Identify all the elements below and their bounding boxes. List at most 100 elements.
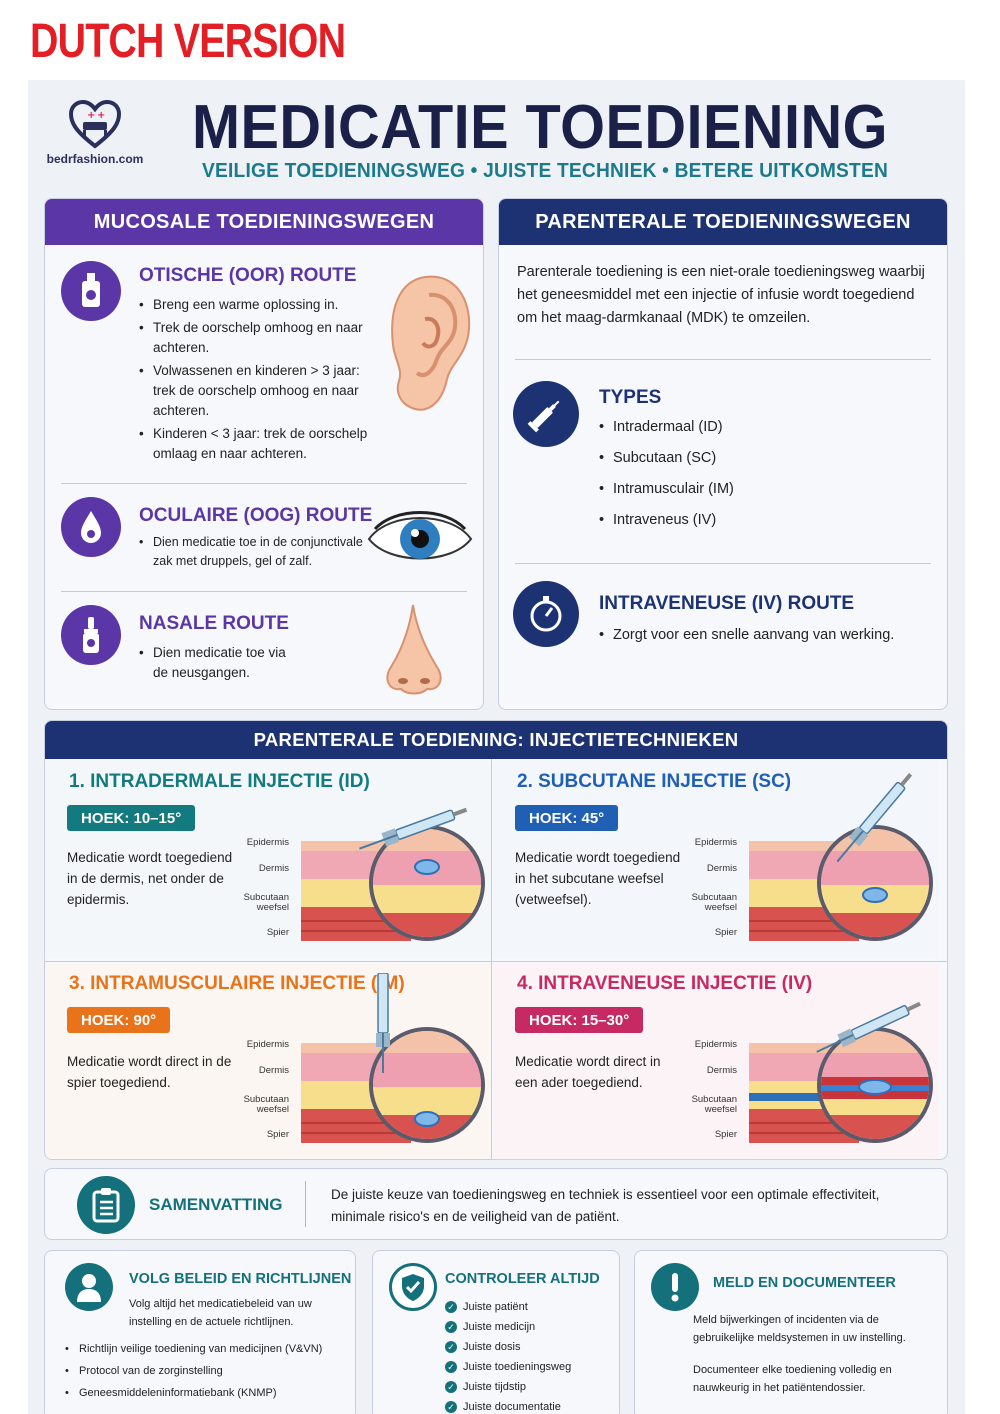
eye-drops-icon [61,497,121,557]
divider [305,1181,306,1227]
summary-text: De juiste keuze van toedieningsweg en te… [331,1187,880,1224]
check-list: ✓Juiste patiënt ✓Juiste medicijn ✓Juiste… [445,1301,615,1414]
angle-badge: HOEK: 45° [515,805,619,831]
layer-label: Epidermis [694,1039,737,1050]
page-subtitle: VEILIGE TOEDIENINGSWEG • JUISTE TECHNIEK… [202,160,889,182]
otic-route-title: OTISCHE (OOR) ROUTE [139,265,357,286]
list-item: Dien medicatie toe in de conjunctivale z… [139,533,369,571]
mucosal-header: MUCOSALE TOEDIENINGSWEGEN [45,199,483,245]
injection-title: 1. INTRADERMALE INJECTIE (ID) [69,771,370,792]
layer-label: Epidermis [694,837,737,848]
skin-layers-diagram [301,973,485,1143]
angle-badge: HOEK: 90° [67,1007,171,1033]
report-card: MELD EN DOCUMENTEER Meld bijwerkingen of… [634,1250,948,1414]
version-label: DUTCH VERSION [30,15,346,68]
list-item: Intradermaal (ID) [599,419,734,450]
list-item: Subcutaan (SC) [599,450,734,481]
shield-check-icon [389,1263,437,1311]
iv-route-bullets: Zorgt voor een snelle aanvang van werkin… [599,627,894,658]
list-item: ✓Juiste tijdstip [445,1381,615,1401]
list-item: Kinderen < 3 jaar: trek de oorschelp oml… [139,424,379,464]
divider [515,563,931,564]
injection-description: Medicatie wordt direct in de spier toege… [67,1054,232,1090]
injection-cell: 1. INTRADERMALE INJECTIE (ID) HOEK: 10–1… [45,761,491,959]
nasal-route-title: NASALE ROUTE [139,613,289,634]
list-item: Dien medicatie toe via de neusgangen. [139,643,299,683]
layer-label: Epidermis [246,1039,289,1050]
list-item: Richtlijn veilige toediening van medicij… [65,1343,351,1365]
clipboard-icon [77,1176,135,1234]
report-text-1: Meld bijwerkingen of incidenten via de g… [693,1314,906,1344]
skin-layers-diagram [301,807,485,941]
layer-labels: Epidermis Dermis Subcutaan weefsel Spier [235,833,289,943]
angle-badge: HOEK: 10–15° [67,805,196,831]
exclamation-icon [651,1263,699,1311]
layer-labels: Epidermis Dermis Subcutaan weefsel Spier [235,1035,289,1145]
parenteral-intro: Parenterale toediening is een niet-orale… [517,264,925,326]
person-icon [65,1263,113,1311]
parenteral-routes-card: PARENTERALE TOEDIENINGSWEGEN Parenterale… [498,198,948,710]
nose-icon [386,604,442,695]
injection-description: Medicatie wordt direct in een ader toege… [515,1054,661,1090]
list-item: Intraveneus (IV) [599,512,734,543]
skin-layers-diagram [749,1001,933,1143]
ocular-route-bullets: Dien medicatie toe in de conjunctivale z… [139,533,369,574]
ocular-route-title: OCULAIRE (OOG) ROUTE [139,505,373,526]
policy-text: Volg altijd het medicatiebeleid van uw i… [129,1298,312,1328]
layer-label: Dermis [258,1065,289,1076]
parenteral-header: PARENTERALE TOEDIENINGSWEGEN [499,199,947,245]
list-item: Zorgt voor een snelle aanvang van werkin… [599,627,894,658]
layer-label: Spier [266,1129,289,1140]
policy-list: Richtlijn veilige toediening van medicij… [65,1343,351,1409]
types-title: TYPES [599,387,662,408]
injection-title: 2. SUBCUTANE INJECTIE (SC) [517,771,792,792]
policy-card: VOLG BELEID EN RICHTLIJNEN Volg altijd h… [44,1250,356,1414]
divider [45,961,947,962]
list-item: Geneesmiddeleninformatiebank (KNMP) [65,1387,351,1409]
iv-route-title: INTRAVENEUSE (IV) ROUTE [599,593,855,614]
ear-drops-icon [61,261,121,321]
report-text-2: Documenteer elke toediening volledig en … [693,1364,892,1394]
list-item: ✓Juiste dosis [445,1341,615,1361]
divider [515,359,931,360]
list-item: Protocol van de zorginstelling [65,1365,351,1387]
heart-bed-logo-icon: + + [68,99,122,149]
list-item: ✓Juiste documentatie [445,1401,615,1414]
layer-label: Spier [266,927,289,938]
report-title: MELD EN DOCUMENTEER [713,1275,896,1291]
injection-description: Medicatie wordt toegediend in de dermis,… [67,850,233,907]
list-item: Volwassenen en kinderen > 3 jaar: trek d… [139,361,379,421]
injection-cell: 2. SUBCUTANE INJECTIE (SC) HOEK: 45° Med… [493,761,939,959]
layer-label: Subcutaan weefsel [691,1094,737,1115]
policy-title: VOLG BELEID EN RICHTLIJNEN [129,1271,352,1287]
layer-label: Dermis [706,1065,737,1076]
ear-icon [391,275,471,411]
skin-layers-diagram [749,773,933,941]
injection-title: 4. INTRAVENEUSE INJECTIE (IV) [517,973,813,994]
nasal-route-bullets: Dien medicatie toe via de neusgangen. [139,643,299,686]
layer-label: Subcutaan weefsel [691,892,737,913]
layer-label: Spier [714,1129,737,1140]
list-item: ✓Juiste patiënt [445,1301,615,1321]
check-card: CONTROLEER ALTIJD ✓Juiste patiënt ✓Juist… [372,1250,620,1414]
svg-text:+: + [87,110,95,121]
list-item: Breng een warme oplossing in. [139,295,379,315]
summary-title: SAMENVATTING [149,1195,283,1214]
logo-text: bedrfashion.com [46,152,144,166]
stopwatch-icon [513,581,579,647]
layer-labels: Epidermis Dermis Subcutaan weefsel Spier [683,1035,737,1145]
page-title: MEDICATIE TOEDIENING [192,93,888,162]
injection-cell: 4. INTRAVENEUSE INJECTIE (IV) HOEK: 15–3… [493,963,939,1159]
summary-card: SAMENVATTING De juiste keuze van toedien… [44,1168,948,1240]
layer-label: Spier [714,927,737,938]
layer-label: Dermis [706,863,737,874]
angle-badge: HOEK: 15–30° [515,1007,644,1033]
otic-route-bullets: Breng een warme oplossing in. Trek de oo… [139,295,379,467]
list-item: Trek de oorschelp omhoog en naar achtere… [139,318,379,358]
types-list: Intradermaal (ID) Subcutaan (SC) Intramu… [599,419,734,543]
nasal-spray-icon [61,605,121,665]
injection-title: 3. INTRAMUSCULAIRE INJECTIE (IM) [69,973,405,994]
injection-techniques-card: PARENTERALE TOEDIENING: INJECTIETECHNIEK… [44,720,948,1160]
layer-label: Dermis [258,863,289,874]
logo: + + bedrfashion.com [40,98,150,166]
